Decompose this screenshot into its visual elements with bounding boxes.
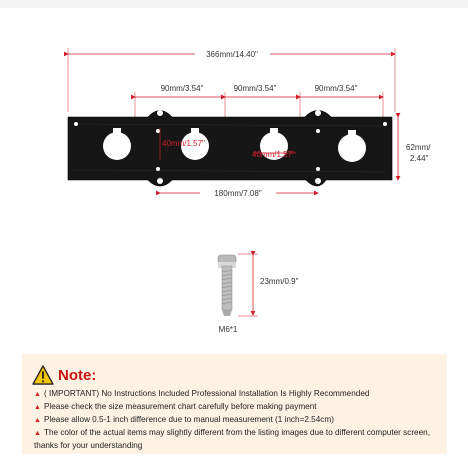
bullet-triangle-icon: ▲ <box>34 430 41 437</box>
hole-diameter-label-1: 40mm/1.57" <box>162 139 205 148</box>
note-line-4: ▲The color of the actual items may sligh… <box>34 428 430 450</box>
note-box: Note: ▲( IMPORTANT) No Instructions Incl… <box>22 354 447 454</box>
hole-diameter-label-2: 40mm/1.57" <box>252 150 295 159</box>
hole-spacing-dimensions: 90mm/3.54" 90mm/3.54" 90mm/3.54" <box>131 84 384 118</box>
coil-hole-2 <box>181 128 209 160</box>
note-title: Note: <box>58 366 97 384</box>
note-line-1: ▲( IMPORTANT) No Instructions Included P… <box>34 389 370 398</box>
spacing-label-1: 90mm/3.54" <box>161 84 204 93</box>
plate-height-dimension: 62mm/ 2.44" <box>395 113 431 181</box>
top-strip <box>0 0 468 8</box>
note-header: Note: <box>32 362 437 388</box>
height-label-top: 62mm/ <box>406 143 431 152</box>
overall-length-dimension: 366mm/14.40" <box>64 48 396 112</box>
bolt-length-label: 23mm/0.9" <box>260 277 299 286</box>
bolt-illustration <box>217 254 237 316</box>
coil-pack-plate: 40mm/1.57" 40mm/1.57" <box>67 110 393 187</box>
spacing-label-3: 90mm/3.54" <box>315 84 358 93</box>
note-line-2: ▲Please check the size measurement chart… <box>34 402 317 411</box>
note-line-3: ▲Please allow 0.5-1 inch difference due … <box>34 415 334 424</box>
mounting-holes <box>74 110 387 184</box>
coil-hole-1 <box>103 128 131 160</box>
bullet-triangle-icon: ▲ <box>34 391 41 398</box>
height-label-bottom: 2.44" <box>410 154 429 163</box>
bolt-length-dimension: 23mm/0.9" <box>238 251 299 317</box>
warning-icon <box>32 365 54 385</box>
mount-span-dimension: 180mm/7.08" <box>156 189 319 198</box>
product-diagram: 366mm/14.40" 90mm/3.54" 90mm/3.54" 90mm/… <box>64 48 431 334</box>
overall-length-label: 366mm/14.40" <box>206 50 258 59</box>
spacing-label-2: 90mm/3.54" <box>234 84 277 93</box>
coil-hole-4 <box>338 130 366 162</box>
bullet-triangle-icon: ▲ <box>34 417 41 424</box>
bullet-triangle-icon: ▲ <box>34 404 41 411</box>
bolt-size-label: M6*1 <box>219 325 238 334</box>
mount-span-label: 180mm/7.08" <box>214 189 261 198</box>
